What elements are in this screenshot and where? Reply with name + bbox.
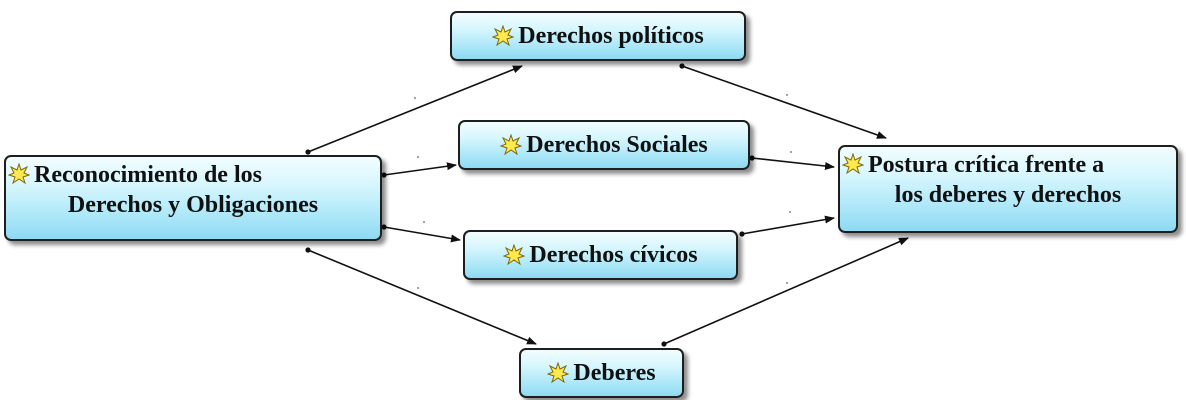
link-start-dot <box>661 341 667 347</box>
concept-star-icon <box>547 362 570 384</box>
node-derechos-sociales[interactable]: Derechos Sociales <box>458 120 750 170</box>
link-start-dot <box>305 247 311 253</box>
link-label-marker <box>788 210 792 214</box>
node-postura-critica[interactable]: Postura crítica frente a los deberes y d… <box>838 145 1178 233</box>
node-postura-text-1: Postura crítica frente a <box>868 152 1105 178</box>
link-label-marker <box>785 281 789 285</box>
node-reconocimiento-text-1: Reconocimiento de los <box>34 162 262 188</box>
link-start-dot <box>381 224 387 230</box>
node-reconocimiento[interactable]: Reconocimiento de los Derechos y Obligac… <box>4 155 382 241</box>
concept-star-icon <box>8 163 30 185</box>
link-label-marker <box>413 96 417 100</box>
concept-star-icon <box>503 244 526 266</box>
link-start-dot <box>305 149 311 155</box>
node-postura-line-2: los deberes y derechos <box>894 182 1122 208</box>
node-derechos-civicos-label: Derechos cívicos <box>529 242 698 268</box>
link-sociales-to-postura <box>751 157 835 170</box>
node-deberes[interactable]: Deberes <box>519 348 684 398</box>
link-start-dot <box>749 155 755 161</box>
concept-star-icon <box>500 134 523 156</box>
link-civicos-to-postura <box>741 215 835 235</box>
link-reconocimiento-to-deberes <box>307 249 537 345</box>
node-reconocimiento-line-1: Reconocimiento de los <box>6 160 380 190</box>
concept-star-icon <box>492 25 515 47</box>
link-reconocimiento-to-civicos <box>383 226 461 243</box>
link-start-dot <box>739 231 745 237</box>
node-derechos-politicos-label: Derechos políticos <box>518 23 704 49</box>
link-label-marker <box>416 286 420 290</box>
link-politicos-to-postura <box>681 65 887 139</box>
node-postura-line-1: Postura crítica frente a <box>840 150 1176 180</box>
link-deberes-to-postura <box>663 237 909 345</box>
concept-star-icon <box>842 153 864 175</box>
link-label-marker <box>422 220 426 224</box>
link-reconocimiento-to-politicos <box>307 65 523 153</box>
node-derechos-politicos[interactable]: Derechos políticos <box>450 11 746 61</box>
link-reconocimiento-to-sociales <box>383 162 457 176</box>
node-reconocimiento-line-2: Derechos y Obligaciones <box>67 192 319 218</box>
node-derechos-civicos[interactable]: Derechos cívicos <box>463 230 738 280</box>
node-deberes-label: Deberes <box>573 360 656 386</box>
link-start-dot <box>679 63 685 69</box>
node-derechos-sociales-label: Derechos Sociales <box>526 132 708 158</box>
link-start-dot <box>381 172 387 178</box>
link-label-marker <box>785 93 789 97</box>
link-label-marker <box>789 150 793 154</box>
link-label-marker <box>416 155 420 159</box>
